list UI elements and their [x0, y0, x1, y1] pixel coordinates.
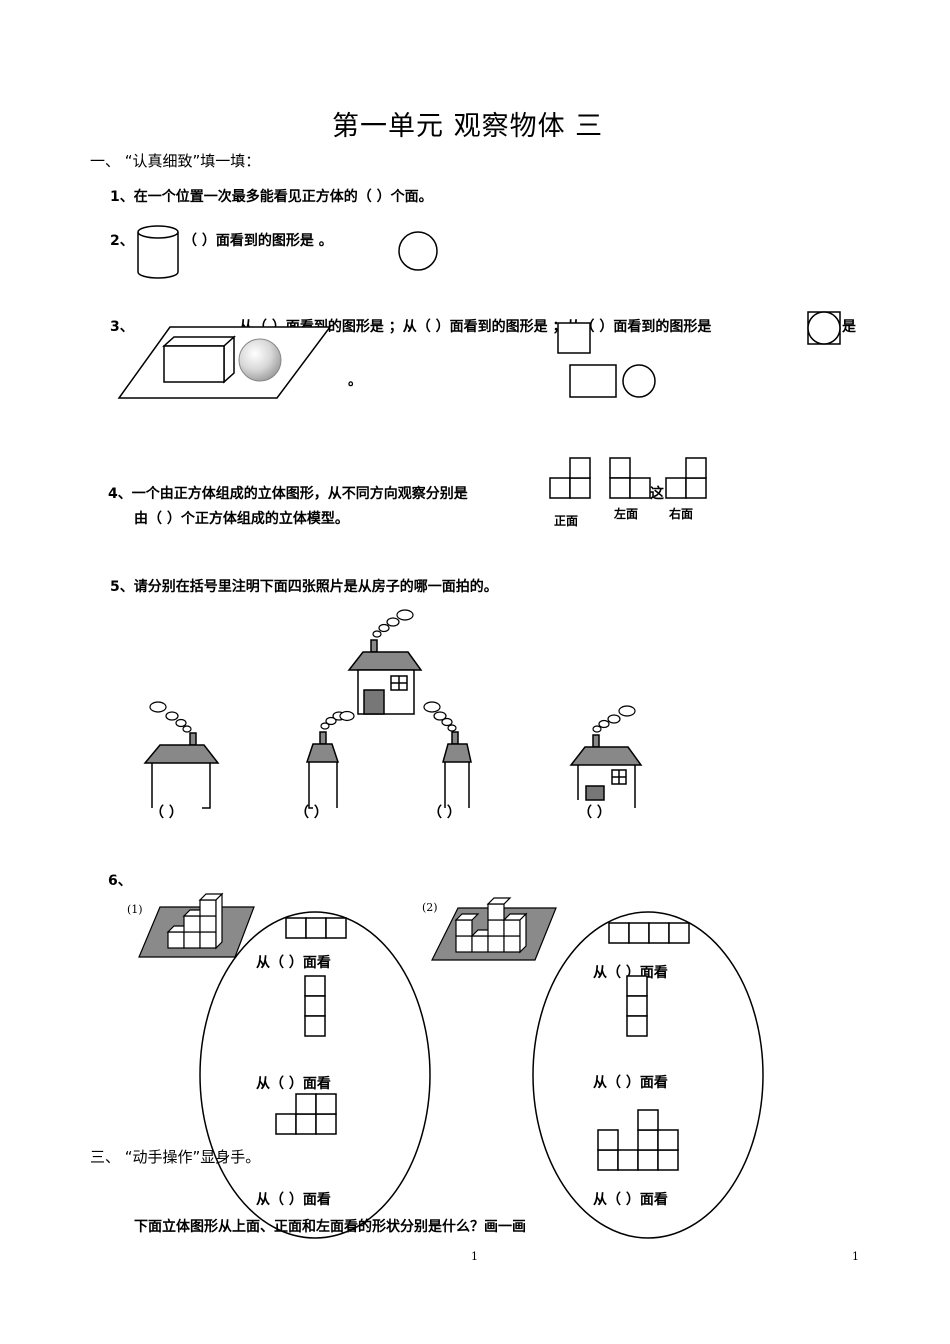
question-5: 5、请分别在括号里注明下面四张照片是从房子的哪一面拍的。 [110, 579, 498, 595]
square-circle-view [807, 311, 841, 345]
circle-view-2 [622, 364, 656, 398]
house-front-center [347, 609, 423, 715]
view-label-front: 正面 [554, 514, 579, 528]
page-title: 第一单元 观察物体 三 [332, 111, 604, 142]
oval-1-bottom-grid [275, 1093, 337, 1135]
answer-blank-4: （ ） [578, 805, 611, 821]
question-3-text: 从（ ）面看到的图形是 ；从（ ）面看到的图形是 ；从（ ）面看到的图形是 [239, 319, 712, 335]
question-3-end: 是 [842, 319, 856, 335]
oval-2-middle-grid [626, 975, 648, 1037]
answer-oval-2 [532, 911, 764, 1239]
front-view-grid [549, 457, 591, 499]
oval-1-top-grid [285, 917, 347, 939]
answer-blank-1: （ ） [150, 805, 183, 821]
view-prompt-1a: 从（ ）面看 [256, 955, 331, 971]
view-prompt-1c: 从（ ）面看 [256, 1192, 331, 1208]
question-4-line-2: 由（ ）个正方体组成的立体模型。 [134, 511, 349, 527]
question-4-fragment: 这 [650, 486, 664, 502]
house-side-view-left [305, 710, 355, 809]
section-heading-1: 一、 “认真细致”填一填： [90, 152, 261, 170]
oval-1-middle-grid [304, 975, 326, 1037]
cylinder-figure [137, 225, 179, 279]
question-2-number: 2、 [110, 233, 134, 249]
view-label-left: 左面 [614, 507, 639, 521]
question-1: 1、在一个位置一次最多能看见正方体的（ ）个面。 [110, 189, 433, 205]
question-2-text: （ ）面看到的图形是 。 [183, 233, 333, 249]
question-3-number: 3、 [110, 319, 134, 335]
view-prompt-1b: 从（ ）面看 [256, 1076, 331, 1092]
task-instruction: 下面立体图形从上面、正面和左面看的形状分别是什么？画一画 [134, 1219, 526, 1235]
question-3-period: 。 [348, 373, 362, 389]
square-view [557, 322, 591, 354]
left-view-grid [609, 457, 651, 499]
answer-oval-1 [199, 911, 431, 1239]
subquestion-2-label: (2) [422, 901, 438, 914]
cube-figure-1 [138, 892, 255, 958]
view-prompt-2b: 从（ ）面看 [593, 1075, 668, 1091]
circle-view [398, 231, 438, 271]
subquestion-1-label: (1) [127, 903, 143, 916]
page-number: 1 [471, 1250, 478, 1263]
cube-figure-2 [431, 897, 557, 961]
right-view-grid [665, 457, 707, 499]
oval-2-top-grid [608, 922, 690, 944]
house-front-view-small [569, 705, 643, 808]
question-4-line-1: 4、一个由正方体组成的立体图形，从不同方向观察分别是 [108, 486, 468, 502]
house-back-view [143, 701, 220, 809]
question-6: 6、 [108, 873, 132, 889]
view-label-right: 右面 [669, 507, 694, 521]
box-and-sphere-figure [117, 326, 332, 399]
rectangle-view [569, 364, 617, 398]
page-number-right: 1 [852, 1250, 859, 1263]
view-prompt-2c: 从（ ）面看 [593, 1192, 668, 1208]
house-side-view-right [423, 701, 472, 808]
oval-2-bottom-grid [597, 1109, 679, 1171]
view-prompt-2a: 从（ ）面看 [593, 965, 668, 981]
answer-blank-2: （ ） [295, 805, 328, 821]
answer-blank-3: （ ） [428, 805, 461, 821]
